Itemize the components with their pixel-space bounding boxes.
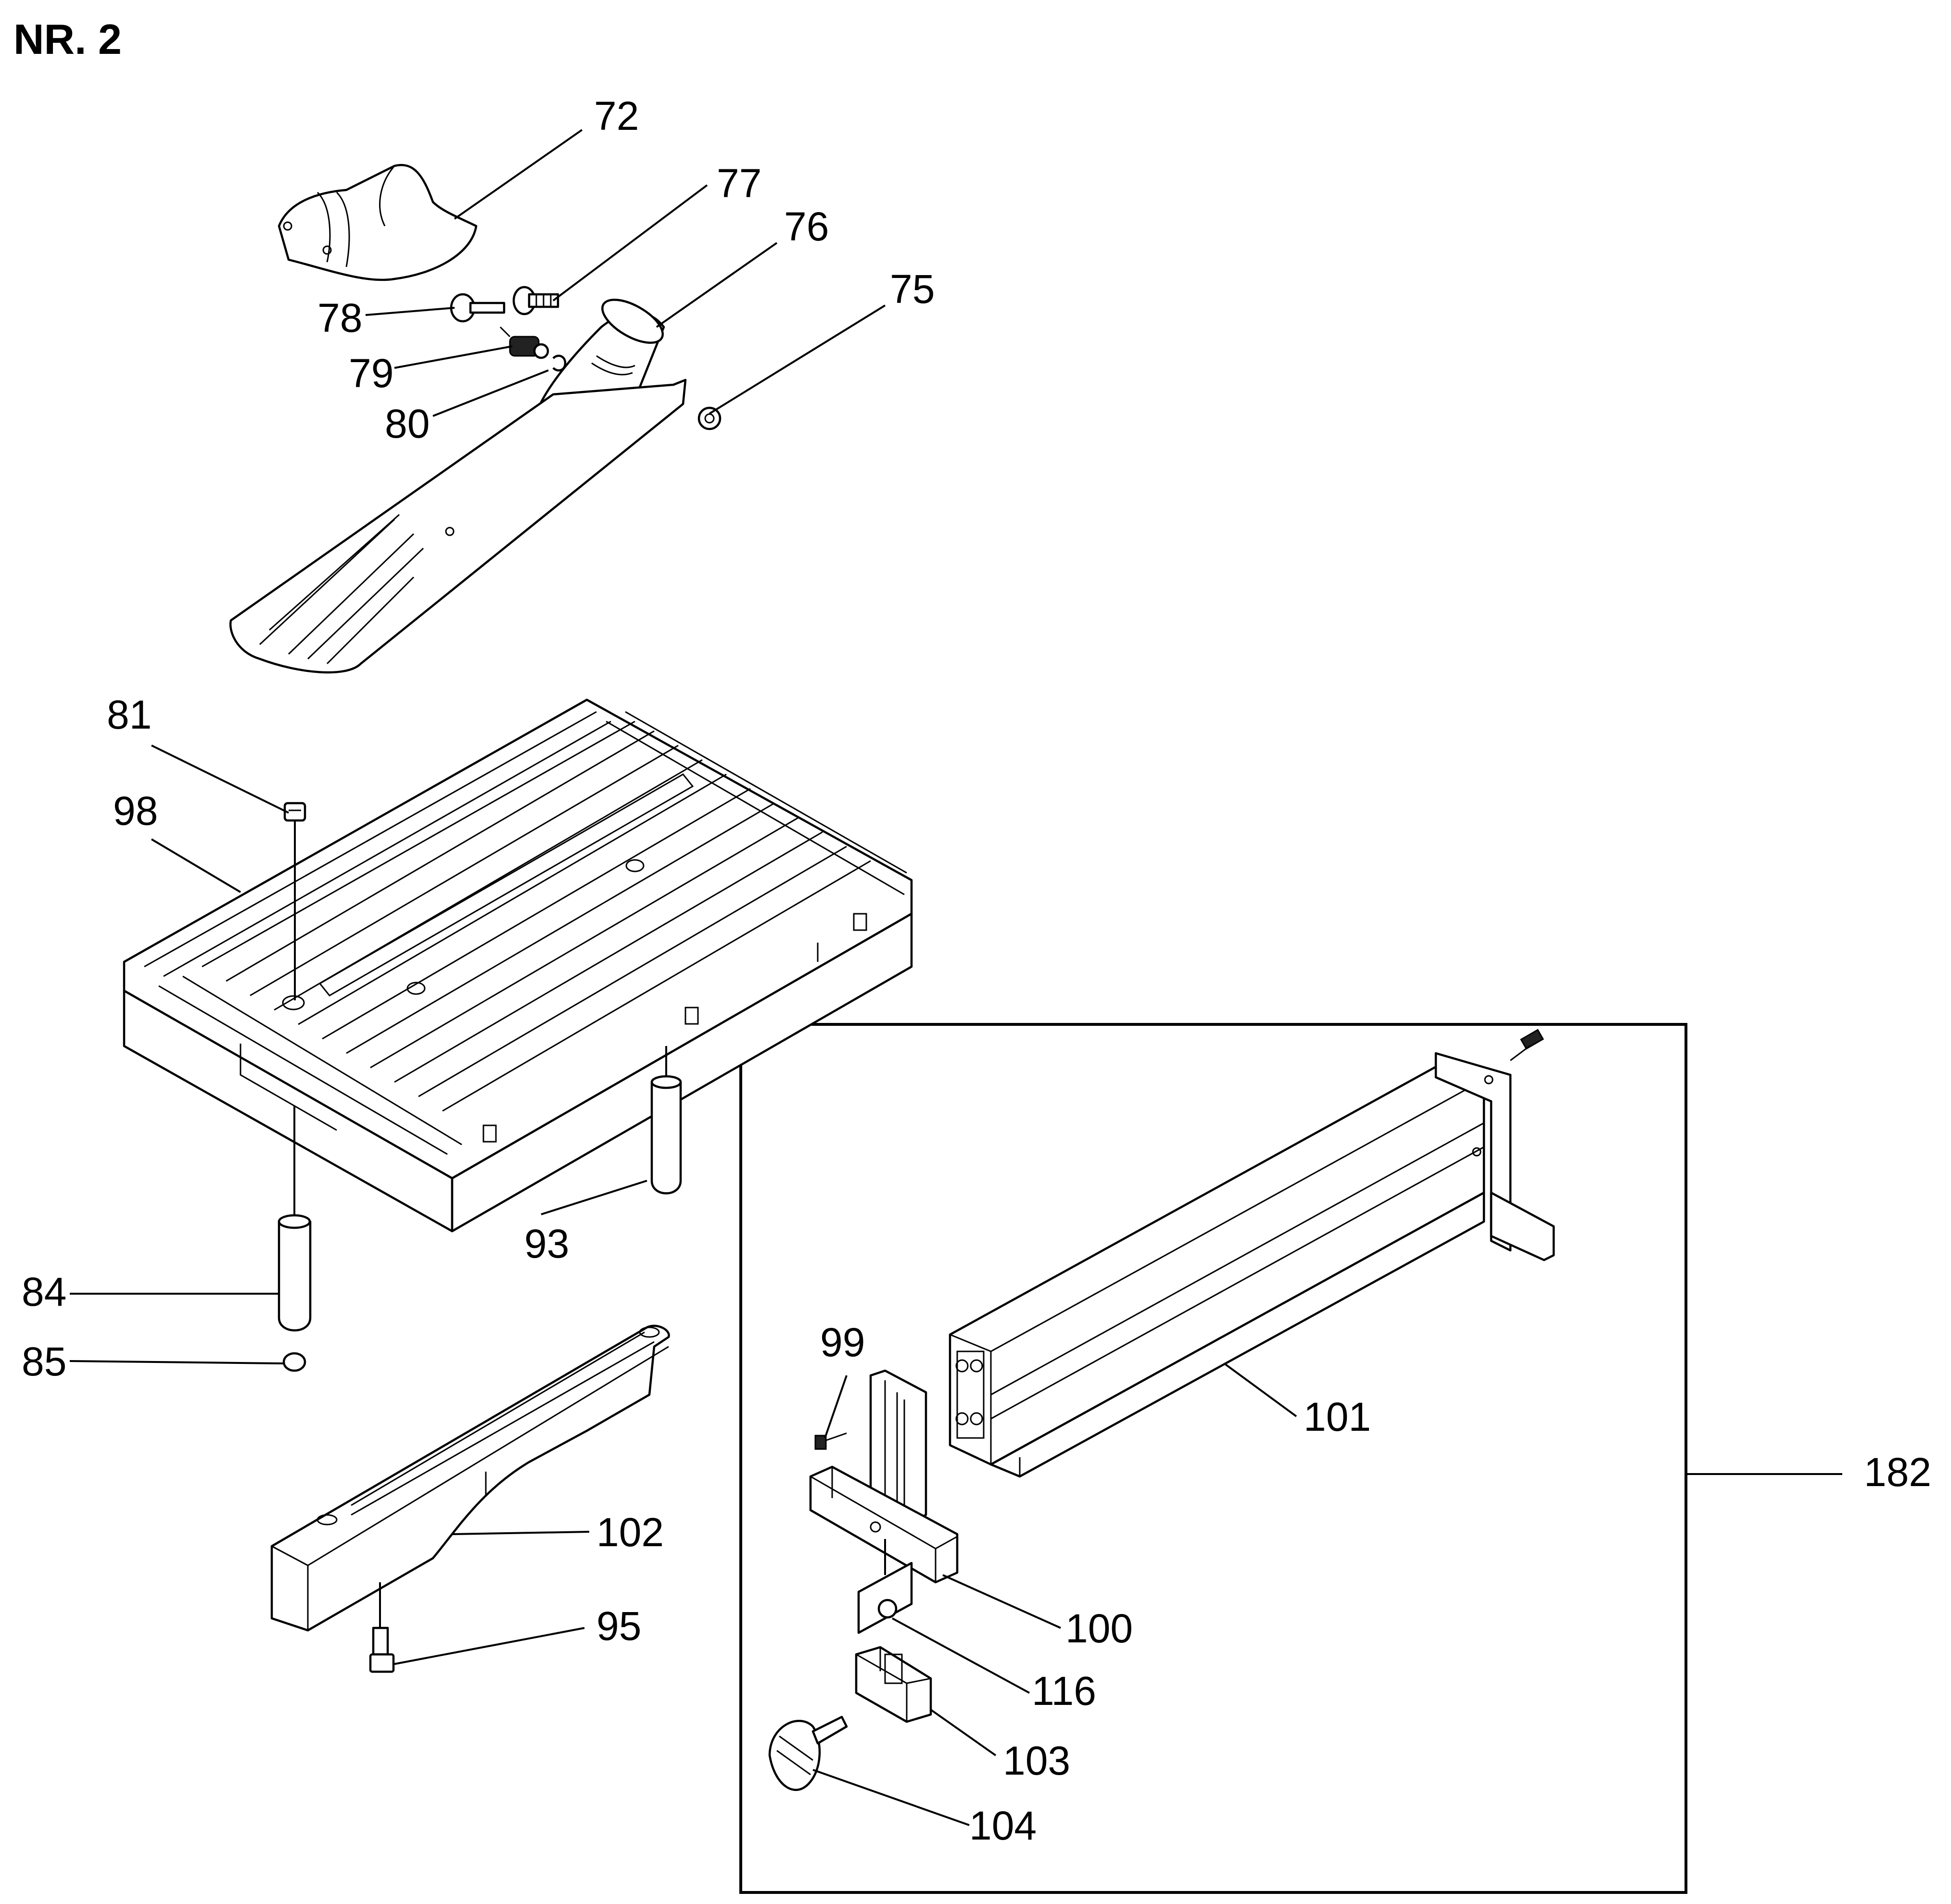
- label-116: 116: [1032, 1668, 1096, 1714]
- leg-tube-84: [278, 1106, 312, 1332]
- label-77: 77: [717, 161, 761, 206]
- fence-bracket-100: [809, 1369, 959, 1584]
- leg-tube-93: [650, 1046, 682, 1195]
- label-84: 84: [22, 1269, 66, 1314]
- screw-77: [512, 286, 559, 315]
- spring-79: [499, 326, 540, 357]
- label-78: 78: [317, 295, 362, 340]
- label-75: 75: [890, 266, 935, 312]
- riving-knife: [229, 378, 687, 674]
- label-80: 80: [385, 401, 430, 446]
- bolt-78: [450, 293, 506, 323]
- leader-lines: [69, 129, 1842, 1826]
- label-103: 103: [1003, 1738, 1070, 1783]
- label-101: 101: [1304, 1394, 1371, 1439]
- label-95: 95: [596, 1603, 641, 1649]
- label-99: 99: [820, 1320, 865, 1365]
- washer-80: [533, 343, 567, 372]
- fence-end-bracket: [1434, 1029, 1555, 1261]
- label-79: 79: [349, 351, 393, 396]
- label-72: 72: [594, 93, 639, 139]
- label-182: 182: [1864, 1450, 1931, 1495]
- label-98: 98: [113, 788, 158, 833]
- label-102: 102: [596, 1510, 664, 1555]
- clamp-plate-116: [857, 1562, 913, 1634]
- label-85: 85: [22, 1339, 66, 1384]
- label-76: 76: [784, 204, 829, 249]
- screw-99: [814, 1432, 847, 1450]
- fence-assembly-frame: [739, 1023, 1687, 1894]
- table-extension-arm-102: [270, 1324, 670, 1632]
- saw-table-98: [123, 698, 913, 1233]
- clamp-block-103: [855, 1646, 932, 1723]
- label-81: 81: [107, 692, 152, 737]
- knob-104: [768, 1715, 848, 1791]
- label-100: 100: [1065, 1606, 1133, 1651]
- sheet-title: NR. 2: [13, 15, 122, 63]
- part-labels: 72 77 76 75 78 79 80 81 98 93 84 85 99 1…: [22, 93, 1931, 1848]
- screw-95: [369, 1582, 395, 1673]
- label-93: 93: [524, 1221, 569, 1266]
- label-104: 104: [969, 1803, 1037, 1848]
- foot-cap-85: [282, 1352, 306, 1372]
- blade-guard-cover-72: [278, 164, 478, 281]
- nut-75: [697, 406, 722, 430]
- rip-fence-profile-101: [949, 1061, 1485, 1478]
